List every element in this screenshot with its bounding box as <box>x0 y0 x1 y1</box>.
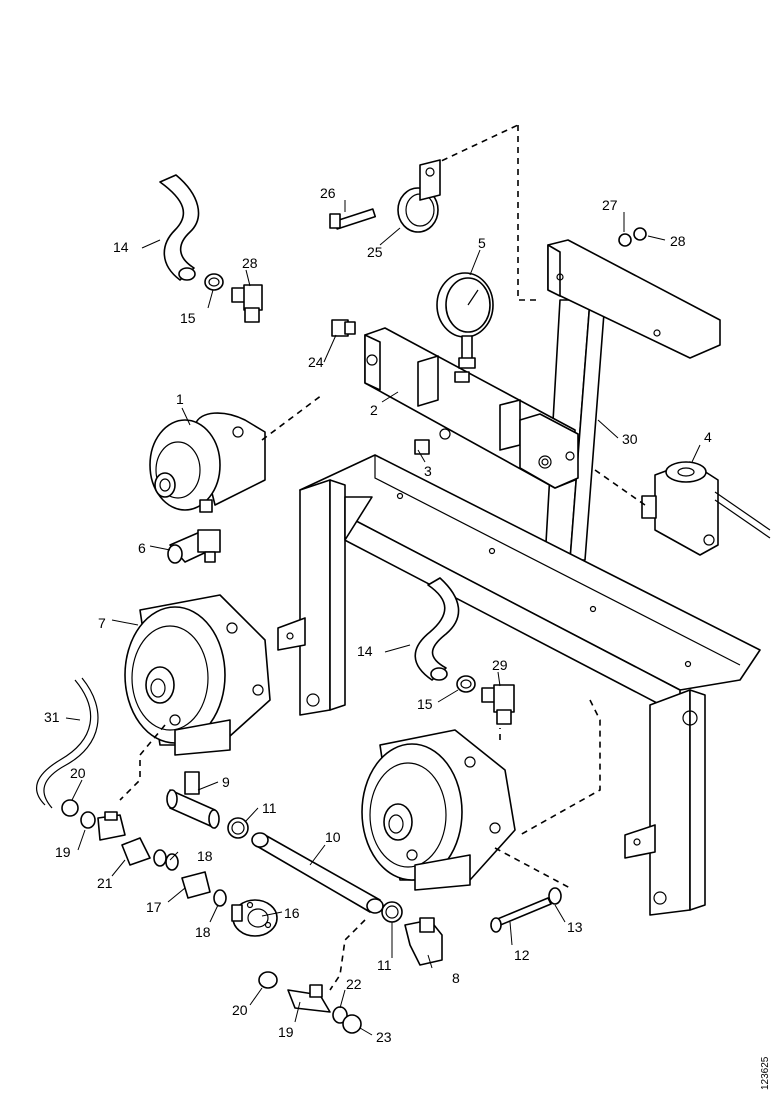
callout-25: 25 <box>367 244 383 260</box>
tee-9 <box>166 771 220 829</box>
fitting-24 <box>331 319 356 337</box>
callout-8: 8 <box>452 970 460 986</box>
callout-17: 17 <box>146 899 162 915</box>
elbow-28-upper <box>231 284 263 323</box>
left-fitting-chain <box>61 799 227 907</box>
fitting-6 <box>167 529 221 564</box>
figure-reference: 123625 <box>760 1056 771 1090</box>
elbow-8 <box>404 917 443 966</box>
plug-3 <box>414 428 451 455</box>
callout-21: 21 <box>97 875 113 891</box>
callout-16: 16 <box>284 905 300 921</box>
callout-19-left: 19 <box>55 844 71 860</box>
callout-11-right: 11 <box>377 957 392 973</box>
support-frame <box>277 239 761 916</box>
callout-labels: 1 2 3 4 5 6 7 8 9 10 11 11 12 13 14 14 1… <box>44 185 712 1045</box>
clamp-11-right <box>381 901 403 923</box>
callout-23: 23 <box>376 1029 392 1045</box>
leader-lines <box>65 200 701 1036</box>
callout-28-upper: 28 <box>242 255 258 271</box>
callout-7: 7 <box>98 615 106 631</box>
callout-5: 5 <box>478 235 486 251</box>
callout-3: 3 <box>424 463 432 479</box>
callout-14-upper: 14 <box>113 239 129 255</box>
callout-12: 12 <box>514 947 530 963</box>
callout-4: 4 <box>704 429 712 445</box>
callout-24: 24 <box>308 354 324 370</box>
solenoid-valve <box>594 461 771 556</box>
bolt-12 <box>490 887 562 933</box>
callout-13: 13 <box>567 919 583 935</box>
callout-20-bottom: 20 <box>232 1002 248 1018</box>
blower-right <box>361 699 601 891</box>
callout-19-bottom: 19 <box>278 1024 294 1040</box>
callout-27: 27 <box>602 197 618 213</box>
blower-left <box>119 594 271 801</box>
pressure-gauge <box>436 272 494 369</box>
callout-20-left: 20 <box>70 765 86 781</box>
callout-11-left: 11 <box>262 800 277 816</box>
clamp-11-left <box>227 817 249 839</box>
bolt-27-28 <box>618 227 647 247</box>
callout-6: 6 <box>138 540 146 556</box>
hose-10 <box>251 832 384 991</box>
callout-9: 9 <box>222 774 230 790</box>
hose-upper <box>159 174 200 281</box>
callout-15-upper: 15 <box>180 310 196 326</box>
elbow-29 <box>481 684 515 725</box>
callout-29: 29 <box>492 657 508 673</box>
clamp-bracket <box>329 159 441 233</box>
callout-28-right: 28 <box>670 233 686 249</box>
hose-31 <box>36 677 99 809</box>
manifold-block <box>364 327 579 489</box>
callout-30: 30 <box>622 431 638 447</box>
clamp-15-upper <box>204 273 224 291</box>
callout-15-middle: 15 <box>417 696 433 712</box>
callout-2: 2 <box>370 402 378 418</box>
filter-housing <box>149 394 323 513</box>
callout-18-lower: 18 <box>195 924 211 940</box>
flange-16 <box>231 899 278 937</box>
callout-22: 22 <box>346 976 362 992</box>
hose-middle <box>414 577 460 681</box>
bottom-fitting-chain <box>258 971 362 1034</box>
callout-10: 10 <box>325 829 341 845</box>
callout-31: 31 <box>44 709 60 725</box>
callout-14-middle: 14 <box>357 643 373 659</box>
callout-26: 26 <box>320 185 336 201</box>
callout-1: 1 <box>176 391 184 407</box>
clamp-15-middle <box>456 675 476 693</box>
callout-18-upper: 18 <box>197 848 213 864</box>
